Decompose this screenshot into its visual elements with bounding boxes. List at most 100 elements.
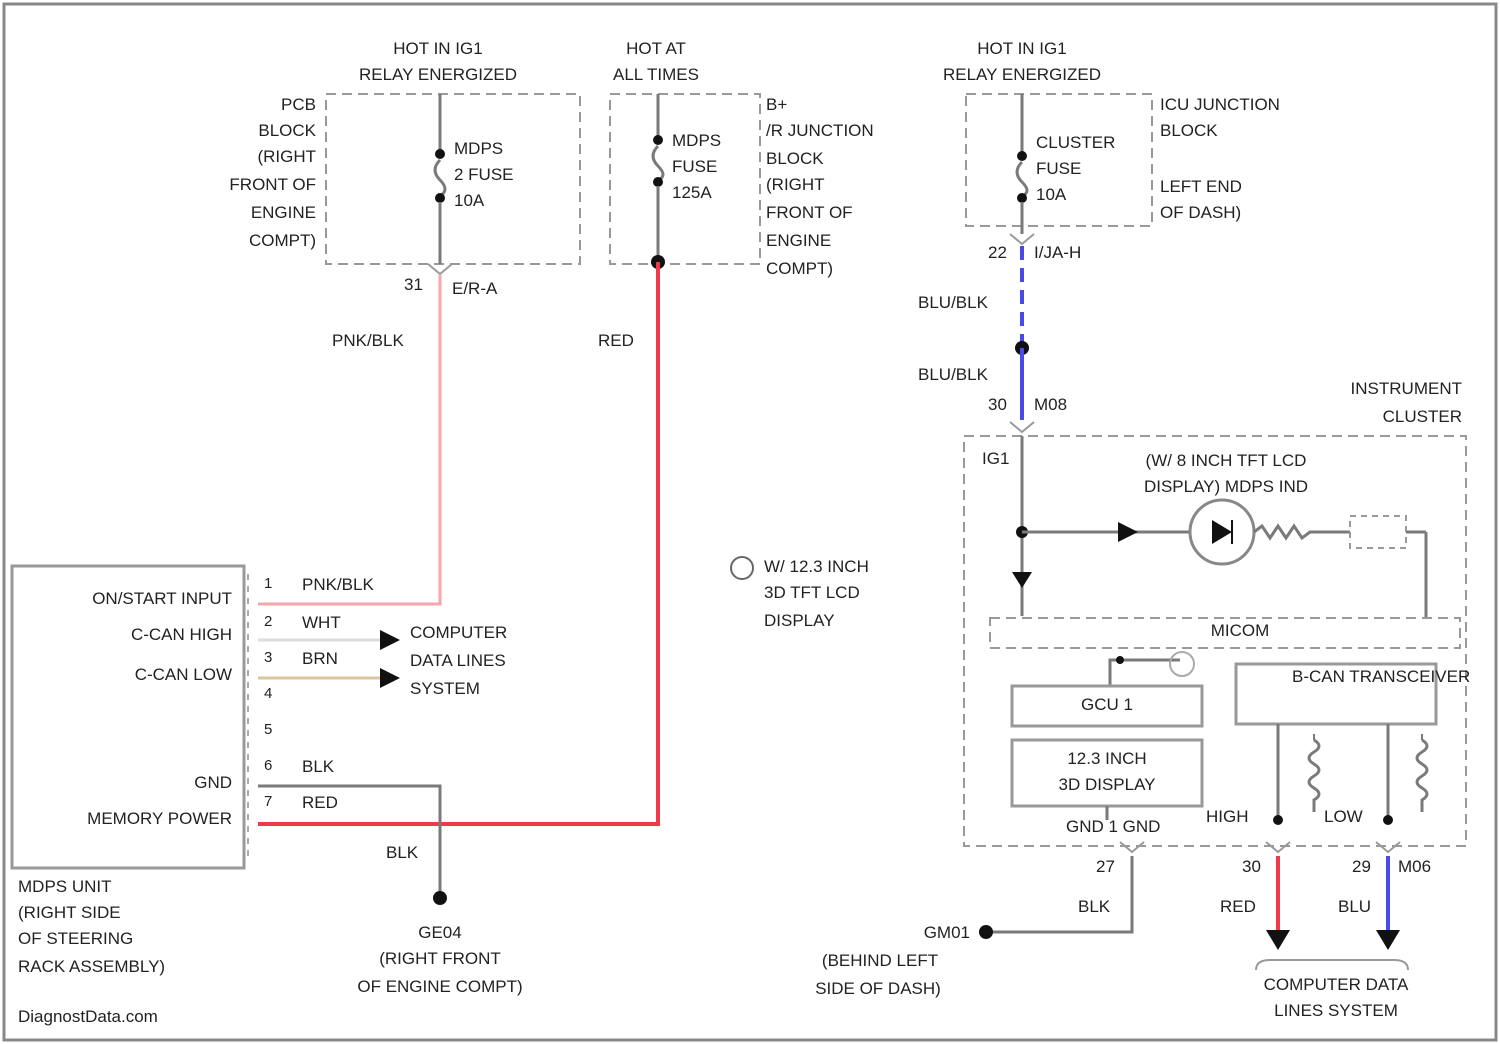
mdps-fuse-name: MDPS — [672, 131, 721, 150]
pcb-hot-line2: RELAY ENERGIZED — [359, 65, 517, 84]
b-can-label: B-CAN TRANSCEIVER — [1292, 667, 1470, 686]
bplus-location-2: /R JUNCTION — [766, 121, 874, 140]
bplus-hot-line2: ALL TIMES — [613, 65, 699, 84]
pcb-connector-id: E/R-A — [452, 279, 498, 298]
pin6-wire-color: BLK — [302, 757, 335, 776]
display-label-1: (W/ 8 INCH TFT LCD — [1146, 451, 1307, 470]
pin6-number: 6 — [264, 757, 272, 774]
ground-id: GE04 — [418, 923, 461, 942]
blu-can-wire-label: BLU — [1338, 897, 1371, 916]
pin1-number: 1 — [264, 575, 272, 592]
computer-data-lines-3: SYSTEM — [410, 679, 480, 698]
ground-location-1: (RIGHT FRONT — [379, 949, 501, 968]
icu-location-4: OF DASH) — [1160, 203, 1241, 222]
icu-location-3: LEFT END — [1160, 177, 1242, 196]
pin1-label: ON/START INPUT — [92, 589, 232, 608]
pcb-pin-number: 31 — [404, 275, 423, 294]
pin6-label: GND — [194, 773, 232, 792]
cluster-fuse-name: CLUSTER — [1036, 133, 1115, 152]
fuse-terminal — [435, 193, 445, 203]
icu-connector-id: I/JA-H — [1034, 243, 1081, 262]
display-3d-label-2: 3D DISPLAY — [1058, 775, 1155, 794]
pcb-location-5: ENGINE — [251, 203, 316, 222]
display-3d-label-1: 12.3 INCH — [1067, 749, 1146, 768]
watermark: DiagnostData.com — [18, 1007, 158, 1026]
pin3-label: C-CAN LOW — [135, 665, 232, 684]
cluster-pin-number: 30 — [988, 395, 1007, 414]
note-line1: W/ 12.3 INCH — [764, 557, 869, 576]
pnk-blk-wire-label: PNK/BLK — [332, 331, 404, 350]
cluster-ground-id: GM01 — [924, 923, 970, 942]
mdps-fuse-name2: FUSE — [672, 157, 717, 176]
micom-label: MICOM — [1211, 621, 1270, 640]
cluster-ground-location-1: (BEHIND LEFT — [822, 951, 938, 970]
can-high-label: HIGH — [1206, 807, 1249, 826]
splice-node — [1383, 815, 1393, 825]
low-connector-id: M06 — [1398, 857, 1431, 876]
mdps-unit-name: MDPS UNIT — [18, 877, 112, 896]
pcb-location-3: (RIGHT — [257, 147, 316, 166]
fuse-terminal — [1017, 193, 1027, 203]
mdps2-fuse-name: MDPS — [454, 139, 503, 158]
icu-pin-number: 22 — [988, 243, 1007, 262]
blu-blk-wire-label-2: BLU/BLK — [918, 365, 989, 384]
pin3-number: 3 — [264, 649, 272, 666]
pin4-number: 4 — [264, 685, 272, 702]
note-line3: DISPLAY — [764, 611, 835, 630]
bplus-location-6: ENGINE — [766, 231, 831, 250]
cluster-title-1: INSTRUMENT — [1351, 379, 1462, 398]
mdps2-fuse-name2: 2 FUSE — [454, 165, 514, 184]
fuse-terminal — [1017, 151, 1027, 161]
icu-hot-line1: HOT IN IG1 — [977, 39, 1066, 58]
blk-wire-label: BLK — [386, 843, 419, 862]
pcb-hot-line1: HOT IN IG1 — [393, 39, 482, 58]
bplus-location-1: B+ — [766, 95, 787, 114]
bplus-hot-line1: HOT AT — [626, 39, 686, 58]
fuse-terminal — [653, 177, 663, 187]
pin3-wire-color: BRN — [302, 649, 338, 668]
cluster-fuse-rating: 10A — [1036, 185, 1067, 204]
pcb-location-2: BLOCK — [258, 121, 316, 140]
gnd-pin-number: 27 — [1096, 857, 1115, 876]
cluster-blk-wire-label: BLK — [1078, 897, 1111, 916]
pin2-label: C-CAN HIGH — [131, 625, 232, 644]
display-label-2: DISPLAY) MDPS IND — [1144, 477, 1308, 496]
pin7-number: 7 — [264, 793, 272, 810]
fuse-terminal — [653, 135, 663, 145]
pin7-label: MEMORY POWER — [87, 809, 232, 828]
note-line2: 3D TFT LCD — [764, 583, 860, 602]
pcb-location-4: FRONT OF — [229, 175, 316, 194]
bplus-location-5: FRONT OF — [766, 203, 853, 222]
fuse-terminal — [435, 149, 445, 159]
mdps-unit-location-2: OF STEERING — [18, 929, 133, 948]
mdps-unit-location-1: (RIGHT SIDE — [18, 903, 121, 922]
computer-data-lines-1: COMPUTER — [410, 623, 507, 642]
bplus-location-7: COMPT) — [766, 259, 833, 278]
icu-hot-line2: RELAY ENERGIZED — [943, 65, 1101, 84]
ground-point — [979, 925, 993, 939]
cluster-computer-data-lines-1: COMPUTER DATA — [1264, 975, 1409, 994]
pin1-wire-color: PNK/BLK — [302, 575, 374, 594]
pin2-wire-color: WHT — [302, 613, 341, 632]
mdps-unit-location-3: RACK ASSEMBLY) — [18, 957, 165, 976]
pcb-location-1: PCB — [281, 95, 316, 114]
cluster-connector-id: M08 — [1034, 395, 1067, 414]
low-pin-number: 29 — [1352, 857, 1371, 876]
blu-blk-wire-label-1: BLU/BLK — [918, 293, 989, 312]
bplus-location-4: (RIGHT — [766, 175, 825, 194]
bplus-location-3: BLOCK — [766, 149, 824, 168]
cluster-gnd-label: GND 1 GND — [1066, 817, 1160, 836]
pin7-wire-color: RED — [302, 793, 338, 812]
ground-point — [433, 891, 447, 905]
cluster-fuse-name2: FUSE — [1036, 159, 1081, 178]
icu-location-1: ICU JUNCTION — [1160, 95, 1280, 114]
mdps-fuse-rating: 125A — [672, 183, 712, 202]
ig1-label: IG1 — [982, 449, 1009, 468]
ground-location-2: OF ENGINE COMPT) — [357, 977, 522, 996]
pcb-location-6: COMPT) — [249, 231, 316, 250]
high-pin-number: 30 — [1242, 857, 1261, 876]
computer-data-lines-2: DATA LINES — [410, 651, 506, 670]
cluster-title-2: CLUSTER — [1383, 407, 1462, 426]
cluster-ground-location-2: SIDE OF DASH) — [815, 979, 941, 998]
